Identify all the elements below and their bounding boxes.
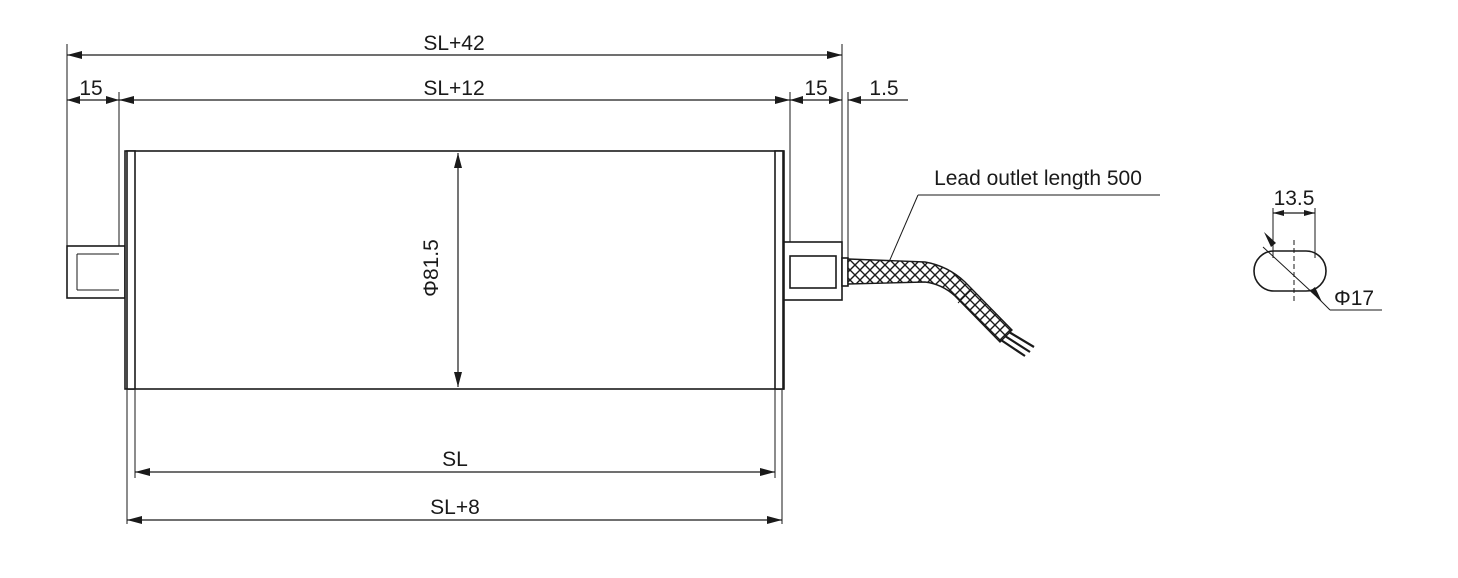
dimension-end-cap-right: 15 — [790, 77, 842, 104]
lead-outlet-callout: Lead outlet length 500 — [888, 167, 1160, 263]
label-shaft-diameter: Φ17 — [1334, 287, 1374, 310]
dimension-inner-length: SL+12 — [119, 77, 790, 104]
cable — [847, 258, 1035, 357]
label-overall-length: SL+42 — [423, 32, 484, 55]
label-flat-width: 13.5 — [1274, 187, 1315, 210]
dimension-shaft-length: SL — [135, 448, 775, 476]
label-diameter: Φ81.5 — [420, 239, 443, 297]
label-shaft-length: SL — [442, 448, 468, 471]
label-tube-length: SL+8 — [430, 496, 480, 519]
label-end-cap-left: 15 — [79, 77, 102, 100]
motor-tube — [124, 150, 785, 390]
dimension-diameter: Φ81.5 — [420, 153, 462, 387]
dimension-gap: 1.5 — [848, 77, 908, 104]
dimension-tube-length: SL+8 — [127, 496, 782, 524]
label-lead-outlet: Lead outlet length 500 — [934, 167, 1142, 190]
shaft-end-view: 13.5 Φ17 — [1253, 187, 1382, 311]
label-gap: 1.5 — [869, 77, 898, 100]
dimension-end-cap-left: 15 — [67, 77, 119, 104]
left-shaft — [66, 245, 126, 299]
right-end-cap — [783, 241, 849, 301]
dimension-overall-length: SL+42 — [67, 32, 842, 59]
label-inner-length: SL+12 — [423, 77, 484, 100]
label-end-cap-right: 15 — [804, 77, 827, 100]
